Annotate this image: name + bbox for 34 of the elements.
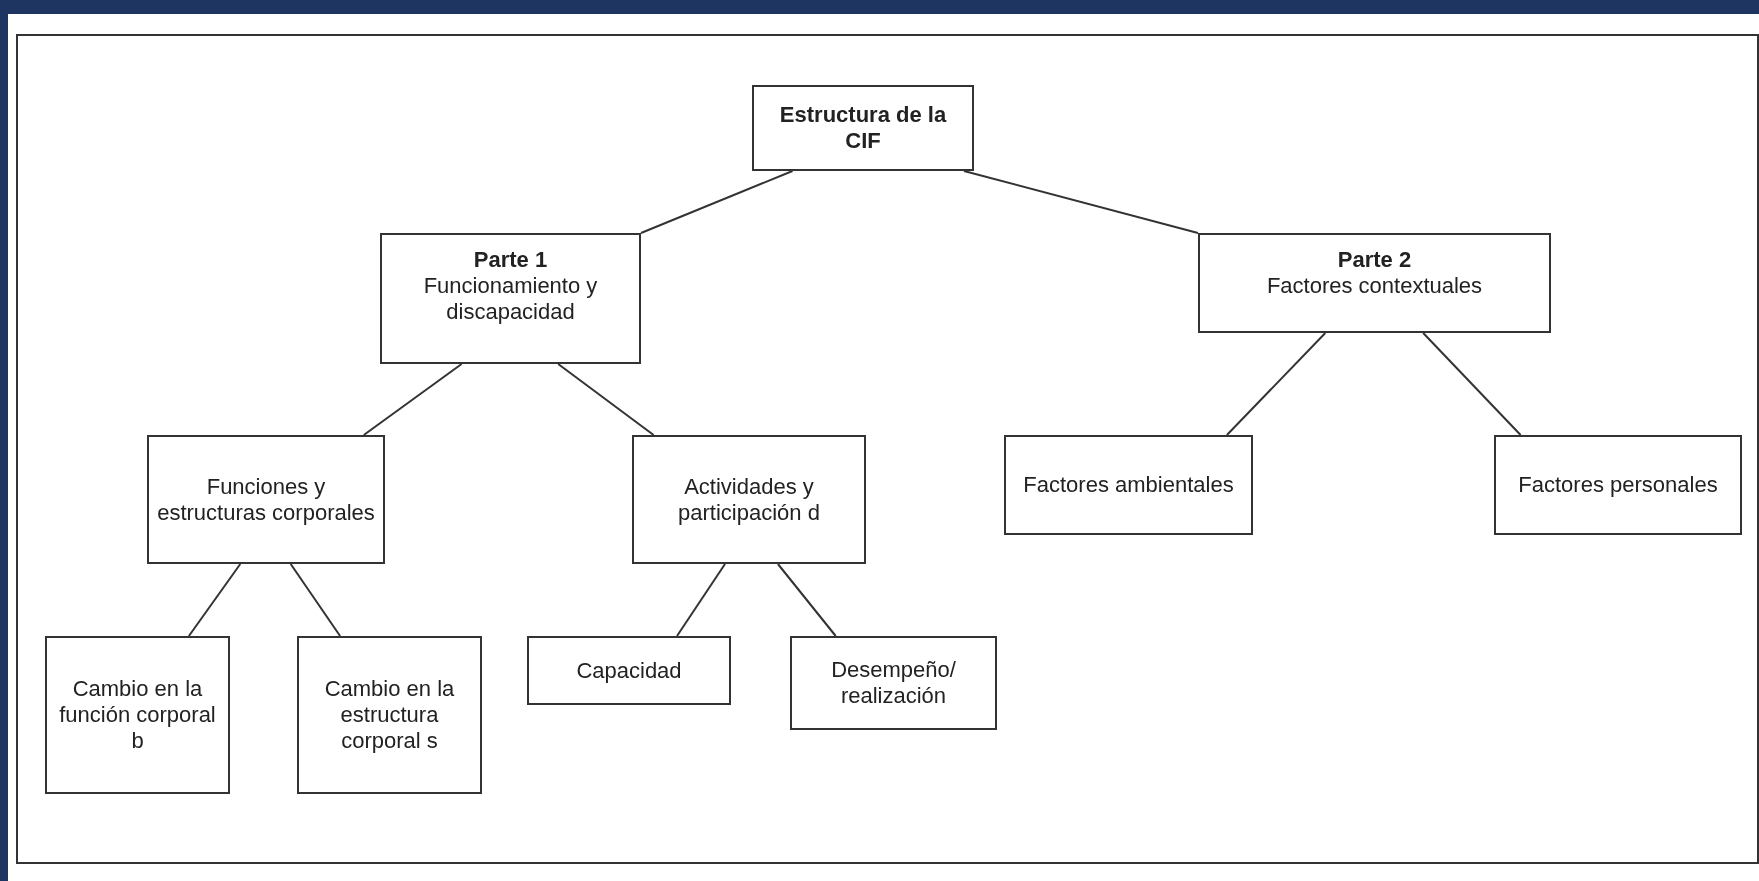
- box-text: Desempeño/ realización: [830, 657, 957, 709]
- connector-line: [1225, 332, 1327, 436]
- text-box: [147, 435, 385, 564]
- text-box: [632, 435, 866, 564]
- connector-line: [640, 170, 794, 234]
- box-text: Funciones y estructuras corporales: [157, 473, 375, 526]
- text-box: [1004, 435, 1253, 535]
- box-text: Cambio en la función corporal b: [58, 676, 217, 754]
- box-text: Factores personales: [1518, 472, 1718, 498]
- box-text: Estructura de la CIF: [778, 102, 948, 154]
- text-box: [527, 636, 731, 705]
- box-text: Funcionamiento y discapacidad: [422, 273, 599, 325]
- text-box: [790, 636, 997, 730]
- text-box: [297, 636, 482, 794]
- box-heading: Parte 1: [473, 247, 548, 273]
- connector-line: [557, 363, 655, 436]
- box-text: Actividades y participación d: [677, 473, 821, 526]
- connector-line: [963, 170, 1199, 234]
- connector-line: [187, 563, 242, 637]
- connector-line: [776, 563, 837, 637]
- box-text: Factores ambientales: [1023, 472, 1234, 498]
- text-box: [45, 636, 230, 794]
- text-box: [1198, 233, 1551, 333]
- box-heading: Parte 2: [1337, 247, 1412, 273]
- connector-line: [676, 563, 726, 637]
- connector-line: [289, 563, 342, 637]
- connector-line: [362, 363, 463, 436]
- connector-line: [1422, 332, 1522, 436]
- text-box: [1494, 435, 1742, 535]
- box-text: Factores contextuales: [1266, 273, 1483, 299]
- box-text: Cambio en la estructura corporal s: [323, 676, 456, 754]
- box-text: Capacidad: [576, 657, 682, 684]
- text-box: [380, 233, 641, 364]
- text-box: [752, 85, 974, 171]
